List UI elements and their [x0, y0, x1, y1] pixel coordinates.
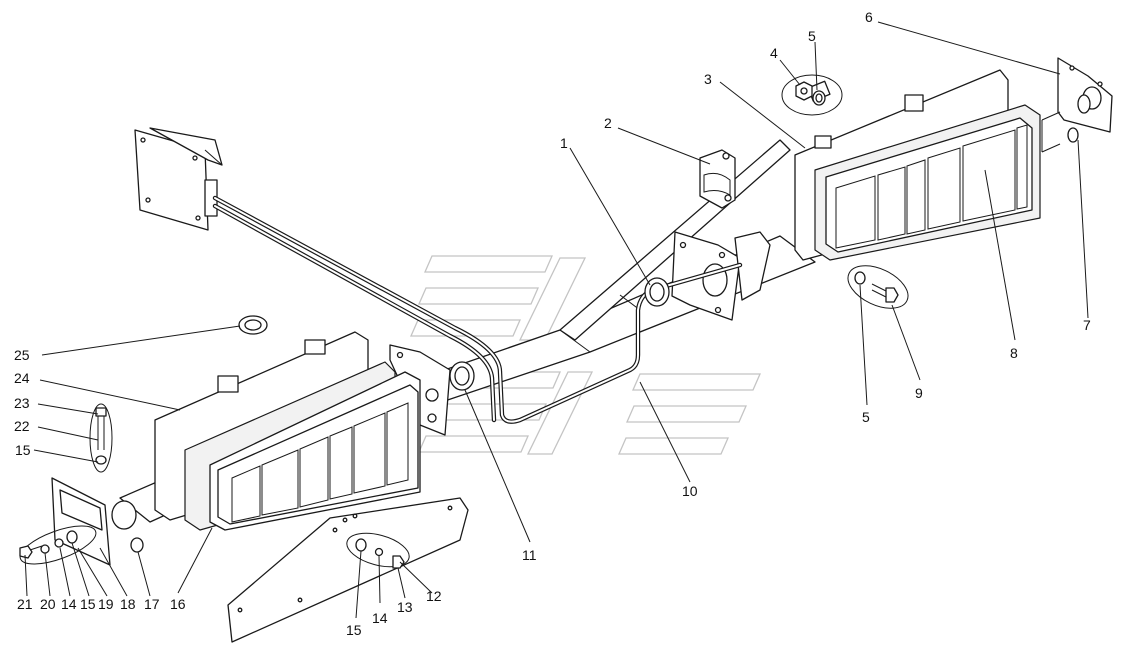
- mounting-plate-left: [51, 477, 137, 566]
- callout-21: 21: [17, 596, 33, 612]
- callout-1: 1: [560, 135, 568, 151]
- callout-13: 13: [397, 599, 413, 615]
- bolt-group-left-bottom: [19, 525, 97, 565]
- grommet-1: [644, 277, 670, 307]
- rear-lamp-left: [154, 331, 421, 531]
- callout-23: 23: [14, 395, 30, 411]
- callout-22: 22: [14, 418, 30, 434]
- callout-16: 16: [170, 596, 186, 612]
- callout-4: 4: [770, 45, 778, 61]
- callout-5: 5: [808, 28, 816, 44]
- callout-25: 25: [14, 347, 30, 363]
- mounting-plate-right: [1041, 57, 1113, 153]
- callout-24: 24: [14, 370, 30, 386]
- callout-18: 18: [120, 596, 136, 612]
- callout-11: 11: [522, 547, 537, 563]
- bolt-washer-group-right: [847, 265, 909, 309]
- callout-15-side: 15: [15, 442, 31, 458]
- callout-19: 19: [98, 596, 114, 612]
- callout-10: 10: [682, 483, 698, 499]
- bolt-group-left-vertical: [89, 403, 113, 473]
- grommet-11: [449, 361, 475, 391]
- callout-17: 17: [144, 596, 160, 612]
- rear-lamp-right: [794, 69, 1041, 261]
- callout-12: 12: [426, 588, 442, 604]
- callout-8: 8: [1010, 345, 1018, 361]
- callout-15-bottom: 15: [80, 596, 96, 612]
- callout-labels: 1 2 3 4 5 6 7 8 9 5 10 11 12 13 14 15 16…: [14, 9, 1091, 638]
- grommet-25: [238, 315, 268, 335]
- leader-lines: [24, 21, 1089, 619]
- mud-flap: [227, 497, 469, 643]
- callout-9: 9: [915, 385, 923, 401]
- watermark-logo: [410, 255, 761, 455]
- clamp-part-2: [699, 149, 736, 209]
- nut-washer-group-top: [781, 74, 843, 116]
- callout-2: 2: [604, 115, 612, 131]
- callout-5-lower: 5: [862, 409, 870, 425]
- junction-box-left: [134, 127, 223, 231]
- callout-7: 7: [1083, 317, 1091, 333]
- cable-harness: [212, 195, 743, 424]
- callout-20: 20: [40, 596, 56, 612]
- callout-14-mudflap: 14: [372, 610, 388, 626]
- nut-17: [130, 537, 144, 553]
- callout-14-bottom: 14: [61, 596, 77, 612]
- callout-6: 6: [865, 9, 873, 25]
- callout-3: 3: [704, 71, 712, 87]
- callout-15-mudflap: 15: [346, 622, 362, 638]
